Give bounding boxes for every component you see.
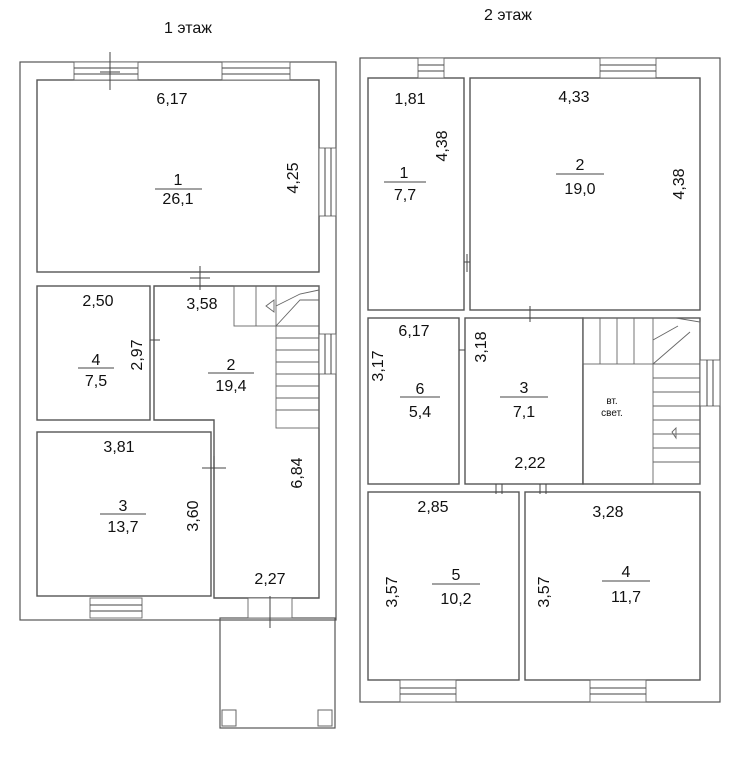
floor-2-room-1: [367, 77, 465, 311]
room-area: 11,7: [611, 589, 641, 606]
room-area: 5,4: [409, 404, 431, 421]
floor-2-stairs: [582, 317, 701, 485]
floor-2-room-6: [367, 317, 460, 485]
room-area: 7,5: [85, 373, 107, 390]
room-area: 26,1: [162, 191, 193, 208]
room-area: 7,7: [394, 187, 416, 204]
floor-1-plan: 1 этаж: [19, 20, 337, 729]
dimension-label: 3,60: [185, 500, 202, 531]
dimension-label: 4,38: [434, 130, 451, 161]
dimension-label: 2,27: [254, 571, 285, 588]
floor-1-stairs: [233, 285, 320, 429]
dimension-label: 3,57: [536, 576, 553, 607]
room-number: 2: [227, 357, 236, 374]
floor-1-window: [73, 61, 139, 81]
dimension-label: 3,81: [103, 439, 134, 456]
dimension-label: 3,18: [473, 331, 490, 362]
room-number: 5: [452, 567, 461, 584]
dimension-label: 6,17: [398, 323, 429, 340]
dimension-label: 1,81: [394, 91, 425, 108]
floor-2-window: [399, 679, 457, 703]
room-number: 6: [416, 381, 425, 398]
floor-2-window: [599, 57, 657, 79]
floor-2-room-3: [464, 317, 584, 485]
dimension-label: 3,58: [186, 296, 217, 313]
floor-1-title: 1 этаж: [164, 20, 212, 37]
room-number: 1: [174, 172, 183, 189]
dimension-label: 2,97: [129, 339, 146, 370]
floor-1-room-1: [36, 79, 320, 273]
room-area: 10,2: [440, 591, 471, 608]
dimension-label: 3,17: [370, 350, 387, 381]
room-number: 3: [119, 498, 128, 515]
floor-2-room-5: [367, 491, 520, 681]
dimension-label: 4,25: [285, 162, 302, 193]
floor-2-window: [589, 679, 647, 703]
floor-2-room-2: [469, 77, 701, 311]
dimension-label: 4,38: [671, 168, 688, 199]
floor-2-room-4: [524, 491, 701, 681]
room-area: 13,7: [107, 519, 138, 536]
room-area: 7,1: [513, 404, 535, 421]
dimension-label: 2,85: [417, 499, 448, 516]
room-number: 3: [520, 380, 529, 397]
floor-1-room-4: [36, 285, 151, 421]
room-number: 4: [622, 564, 631, 581]
floor-1-window: [89, 597, 143, 619]
floor-1-window: [318, 333, 337, 375]
dimension-label: 3,28: [592, 504, 623, 521]
room-area: 19,0: [564, 181, 595, 198]
floor-2-title: 2 этаж: [484, 7, 532, 24]
dimension-label: 2,50: [82, 293, 113, 310]
room-number: 4: [92, 352, 101, 369]
dimension-label: 6,17: [156, 91, 187, 108]
floor-2-light-shaft: [582, 317, 701, 485]
room-area: 19,4: [215, 378, 246, 395]
light-shaft-label: свет.: [601, 408, 623, 419]
floor-2-window: [417, 57, 445, 79]
floor-2-window: [699, 359, 721, 407]
floor-1-window: [221, 61, 291, 81]
dimension-label: 6,84: [289, 457, 306, 488]
floor-2-plan: 2 этаж: [359, 7, 721, 703]
light-shaft-label: вт.: [606, 396, 617, 407]
dimension-label: 2,22: [514, 455, 545, 472]
room-number: 1: [400, 165, 409, 182]
room-number: 2: [576, 157, 585, 174]
dimension-label: 3,57: [384, 576, 401, 607]
dimension-label: 4,33: [558, 89, 589, 106]
floor-1-window: [318, 147, 337, 217]
